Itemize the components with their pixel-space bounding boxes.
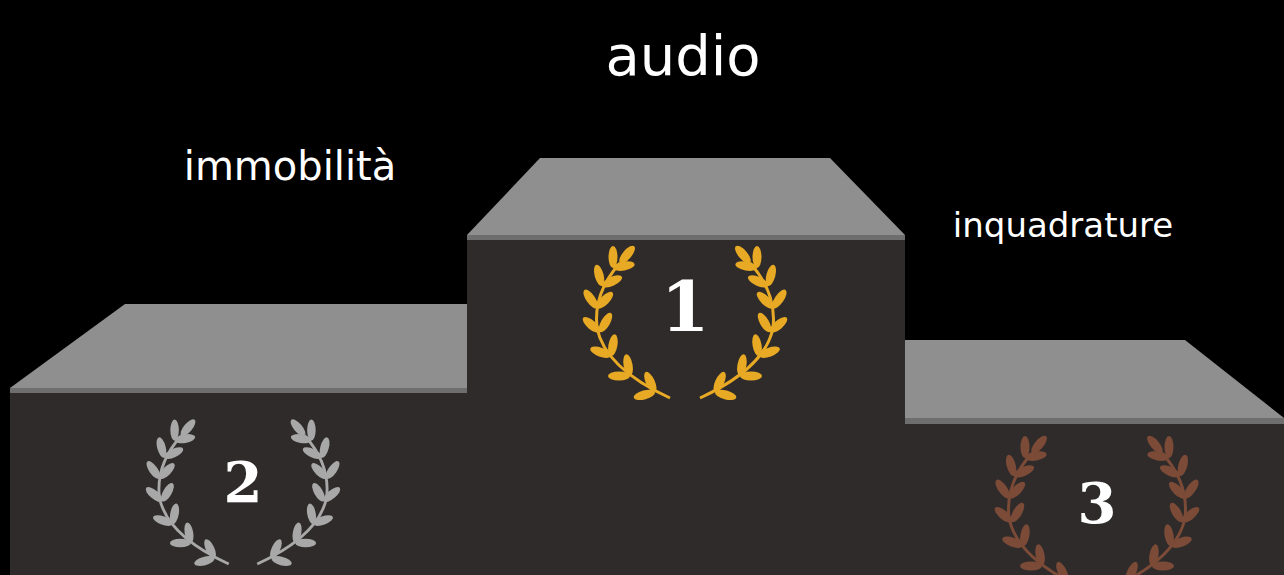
block-front [10, 388, 467, 575]
podium-step: audio1 [467, 158, 905, 575]
rank-number: 1 [661, 272, 710, 342]
block-edge [467, 235, 905, 240]
step-label: audio [605, 28, 760, 84]
podium-block [467, 158, 905, 575]
block-top [467, 158, 905, 235]
block-front [905, 418, 1284, 575]
block-top [905, 340, 1284, 418]
podium-step: immobilità2 [10, 304, 467, 575]
podium-step: inquadrature3 [905, 340, 1284, 575]
step-label: immobilità [184, 146, 396, 186]
podium-block [10, 304, 467, 575]
rank-number: 3 [1078, 475, 1117, 531]
block-edge [905, 418, 1284, 424]
block-edge [10, 388, 467, 393]
step-label: inquadrature [953, 208, 1173, 242]
podium-block [905, 340, 1284, 575]
rank-number: 2 [224, 454, 263, 510]
block-top [10, 304, 467, 388]
block-front [467, 235, 905, 575]
